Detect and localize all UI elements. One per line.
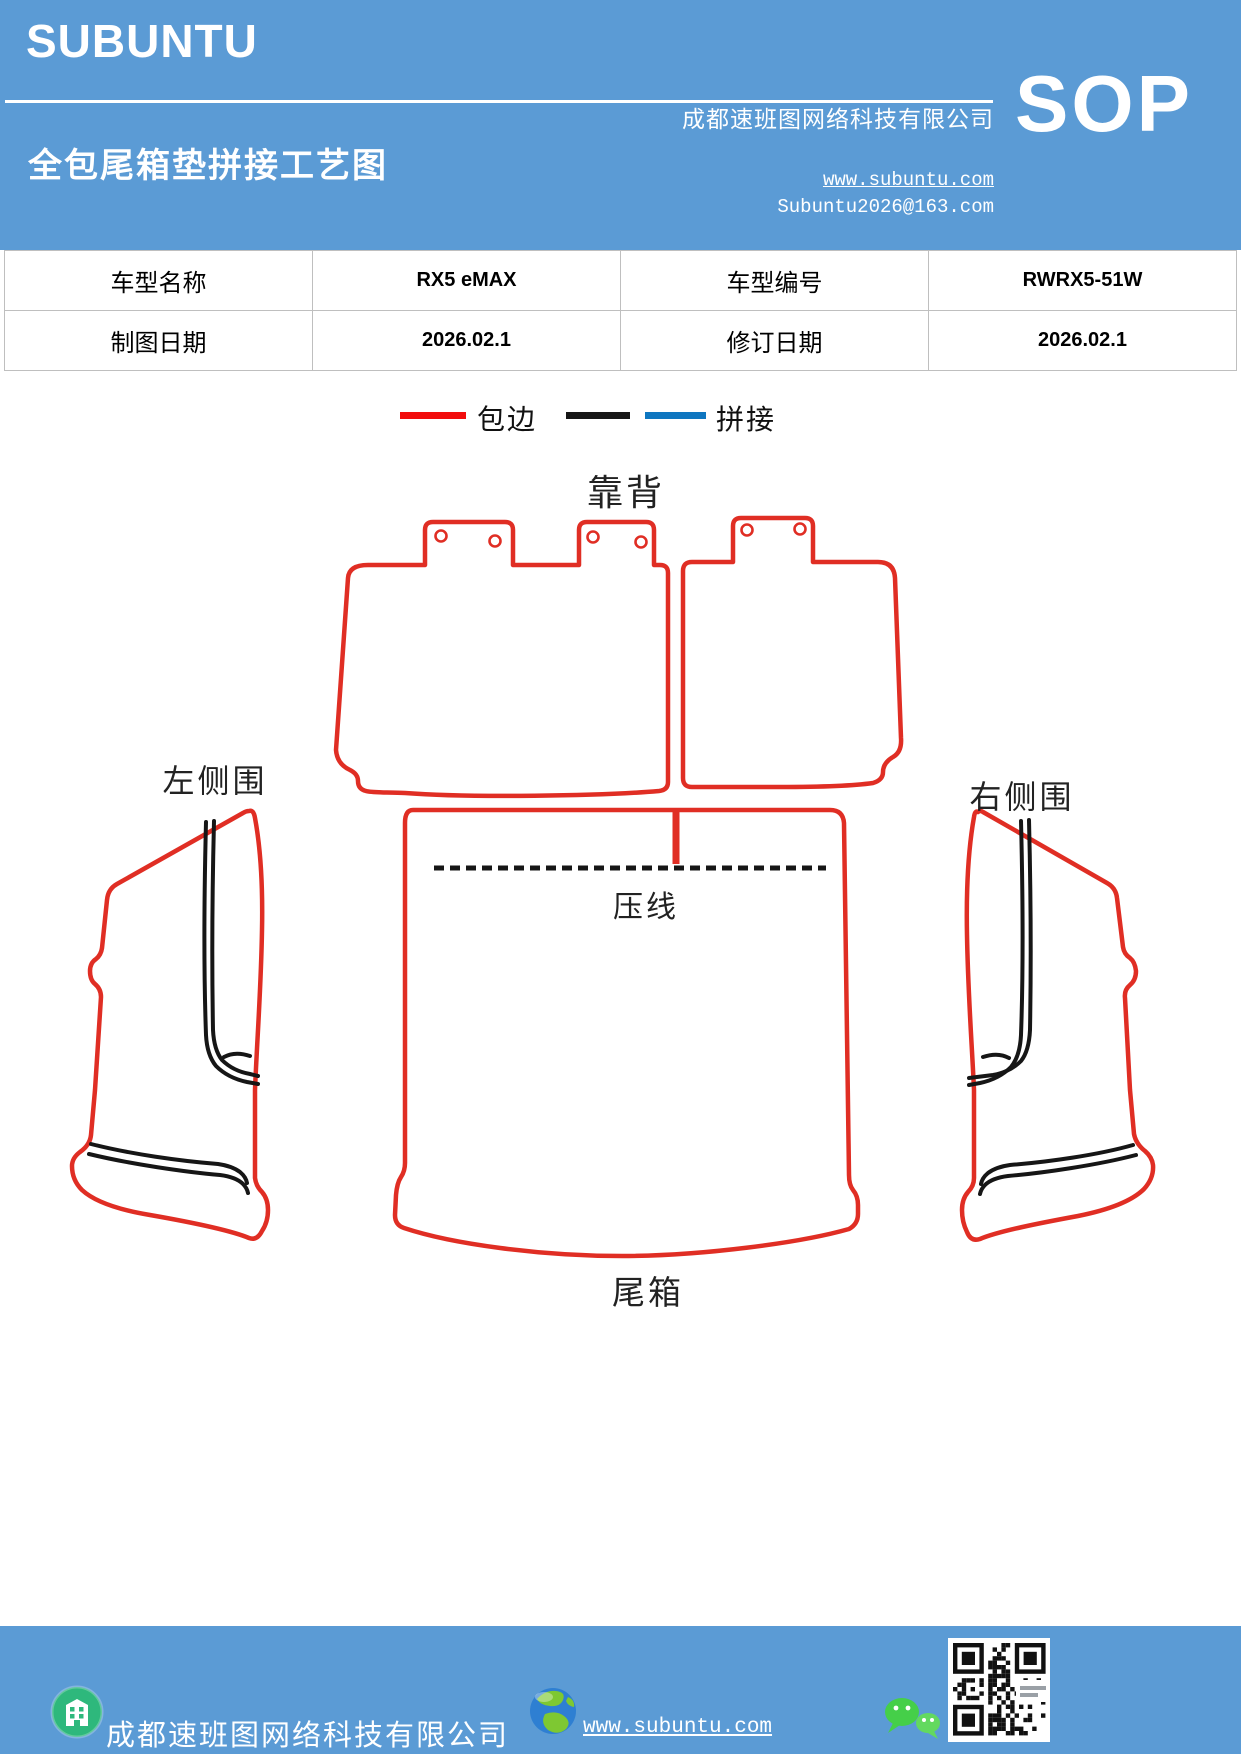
revise-date-value: 2026.02.1 — [928, 310, 1237, 371]
legend-stitch-blue-line — [645, 412, 706, 419]
left-stitch-line — [202, 820, 260, 1086]
right-stitch-line — [967, 819, 1025, 1087]
page-title: 全包尾箱垫拼接工艺图 — [28, 148, 388, 185]
header-company-name: 成都速班图网络科技有限公司 — [682, 107, 994, 132]
left-stitch-line — [210, 819, 260, 1078]
fixing-hole — [586, 530, 600, 544]
trunk-main-mat — [392, 807, 861, 1259]
footer-company-name: 成都速班图网络科技有限公司 — [106, 1720, 510, 1752]
left-stitch-stub — [222, 1051, 252, 1059]
fixing-hole — [488, 534, 502, 548]
fixing-hole — [740, 523, 754, 537]
legend-binding-line — [400, 412, 466, 419]
header-website-link[interactable]: www.subuntu.com — [822, 169, 994, 191]
vehicle-info-table: 车型名称 RX5 eMAX 车型编号 RWRX5-51W 制图日期 2026.0… — [4, 250, 1237, 371]
header-divider-line — [5, 100, 993, 103]
backrest-right-mat — [680, 515, 904, 790]
legend-stitch-label: 拼接 — [716, 405, 777, 436]
legend-stitch-black-line — [566, 412, 630, 419]
right-stitch-line — [967, 818, 1033, 1080]
trunk-label: 尾箱 — [612, 1276, 684, 1312]
press-line-label: 压线 — [613, 891, 679, 924]
draw-date-value: 2026.02.1 — [312, 310, 621, 371]
draw-date-label: 制图日期 — [4, 310, 313, 371]
right-bottom-stitch — [978, 1153, 1138, 1196]
table-row: 车型名称 RX5 eMAX 车型编号 RWRX5-51W — [4, 250, 1237, 311]
fixing-hole — [634, 535, 648, 549]
backrest-left-mat — [333, 519, 671, 799]
header-email: Subuntu2026@163.com — [777, 196, 994, 218]
table-row: 制图日期 2026.02.1 修订日期 2026.02.1 — [4, 310, 1237, 371]
sop-badge: SOP — [1015, 59, 1193, 148]
right-side-mat — [959, 808, 1156, 1242]
legend-binding-label: 包边 — [477, 405, 538, 436]
left-side-mat — [69, 808, 271, 1241]
model-code-value: RWRX5-51W — [928, 250, 1237, 311]
page-header: SUBUNTU 全包尾箱垫拼接工艺图 成都速班图网络科技有限公司 www.sub… — [0, 0, 1241, 250]
model-name-label: 车型名称 — [4, 250, 313, 311]
backrest-label: 靠背 — [586, 473, 665, 513]
brand-logo-text: SUBUNTU — [26, 15, 258, 67]
footer-website-link[interactable]: www.subuntu.com — [583, 1716, 773, 1739]
fixing-hole — [793, 522, 807, 536]
revise-date-label: 修订日期 — [620, 310, 929, 371]
right-side-label: 右侧围 — [969, 779, 1075, 815]
model-name-value: RX5 eMAX — [312, 250, 621, 311]
right-bottom-stitch — [979, 1143, 1135, 1186]
model-code-label: 车型编号 — [620, 250, 929, 311]
left-side-label: 左侧围 — [162, 763, 268, 799]
left-bottom-stitch — [89, 1142, 249, 1185]
fixing-hole — [434, 529, 448, 543]
left-bottom-stitch — [87, 1152, 250, 1195]
right-stitch-stub — [981, 1052, 1011, 1060]
